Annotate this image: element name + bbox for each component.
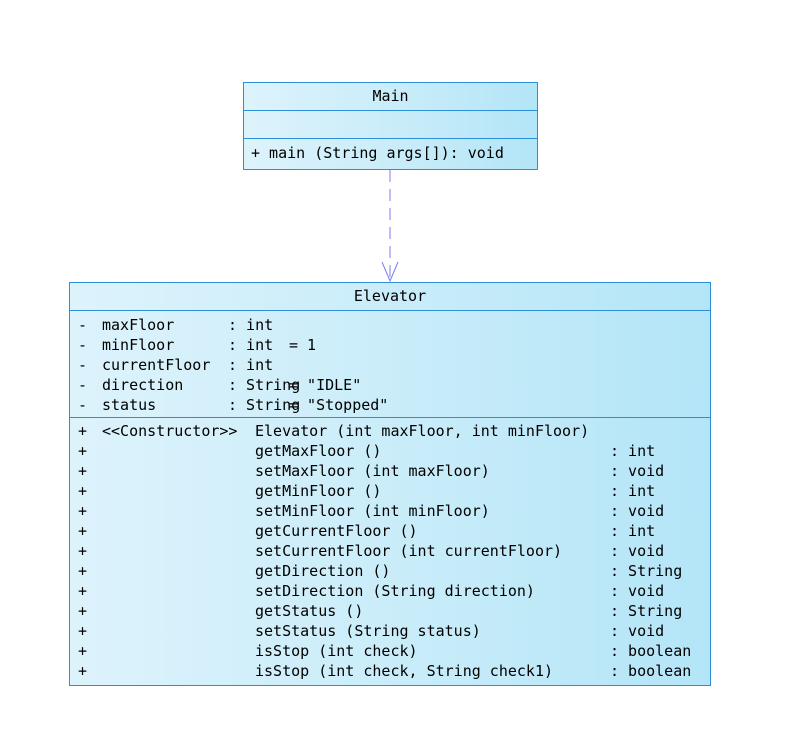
operation-stereotype: <<Constructor>> (102, 422, 238, 440)
operation-return-type: : boolean (610, 662, 692, 680)
visibility-marker: + (78, 542, 88, 560)
operation-return-type: : String (610, 602, 683, 620)
operation-signature: getDirection () (255, 562, 391, 580)
operation-text: + main (String args[]): void (251, 144, 504, 162)
operation-return-type: : void (610, 462, 665, 480)
attribute-default: = "IDLE" (289, 376, 362, 394)
visibility-marker: + (78, 662, 88, 680)
attribute-name: minFloor (102, 336, 175, 354)
operation-signature: setMaxFloor (int maxFloor) (255, 462, 490, 480)
class-name: Main (372, 87, 409, 105)
operation-return-type: : int (610, 482, 656, 500)
operation-stereotype (102, 441, 255, 461)
operation-signature: isStop (int check) (255, 642, 418, 660)
operations-compartment: + main (String args[]): void (244, 138, 537, 169)
visibility-marker: + (78, 442, 88, 460)
operation-signature: setCurrentFloor (int currentFloor) (255, 542, 563, 560)
visibility-marker: + (78, 562, 88, 580)
operation-return-type: : int (610, 442, 656, 460)
operation-stereotype (102, 461, 255, 481)
visibility-marker: + (78, 422, 88, 440)
visibility-marker: + (78, 582, 88, 600)
attribute-row: -maxFloor : int (70, 315, 710, 335)
operation-row: + setStatus (String status) : void (70, 621, 710, 641)
operation-signature: getCurrentFloor () (255, 522, 418, 540)
operation-row: + isStop (int check, String check1) : bool… (70, 661, 710, 681)
visibility-marker: - (78, 396, 88, 414)
operation-row: + getDirection () : String (70, 561, 710, 581)
operation-return-type: : void (610, 542, 665, 560)
operation-stereotype (102, 501, 255, 521)
visibility-marker: + (78, 462, 88, 480)
attribute-name: maxFloor (102, 316, 175, 334)
operation-signature: setStatus (String status) (255, 622, 481, 640)
attribute-default: = 1 (289, 336, 317, 354)
attribute-name: currentFloor (102, 356, 211, 374)
operation-stereotype (102, 621, 255, 641)
operation-signature: Elevator (int maxFloor, int minFloor) (255, 422, 590, 440)
operation-return-type: : void (610, 582, 665, 600)
attribute-name: direction (102, 376, 184, 394)
operation-row: + getMinFloor () : int (70, 481, 710, 501)
operation-signature: setMinFloor (int minFloor) (255, 502, 490, 520)
operation-stereotype (102, 481, 255, 501)
operation-signature: getStatus () (255, 602, 364, 620)
visibility-marker: - (78, 336, 88, 354)
operation-return-type: : void (610, 622, 665, 640)
visibility-marker: + (78, 622, 88, 640)
attribute-type: : int (228, 316, 274, 334)
class-box-main[interactable]: Main + main (String args[]): void (243, 82, 538, 170)
operation-return-type: : boolean (610, 642, 692, 660)
dependency-arrowhead (381, 261, 399, 283)
operation-row: + <<Constructor>> Elevator (int maxFloor, … (70, 421, 710, 441)
attribute-row: -currentFloor : int (70, 355, 710, 375)
class-name: Elevator (353, 287, 427, 305)
operation-row: + setMinFloor (int minFloor) : void (70, 501, 710, 521)
operation-stereotype (102, 541, 255, 561)
operation-row: + getMaxFloor () : int (70, 441, 710, 461)
attributes-compartment: -maxFloor: int-minFloor: int= 1-currentF… (70, 310, 710, 417)
visibility-marker: - (78, 356, 88, 374)
attribute-type: : String (228, 376, 301, 394)
operations-compartment: + <<Constructor>> Elevator (int maxFloor, … (70, 417, 710, 681)
attribute-type: : int (228, 356, 274, 374)
visibility-marker: - (78, 376, 88, 394)
visibility-marker: + (78, 502, 88, 520)
operation-stereotype (102, 601, 255, 621)
operation-row: + getCurrentFloor () : int (70, 521, 710, 541)
operation-return-type: : int (610, 522, 656, 540)
attribute-row: -minFloor : int = 1 (70, 335, 710, 355)
operation-row: + setMaxFloor (int maxFloor) : void (70, 461, 710, 481)
operation-row: + setCurrentFloor (int currentFloor) : voi… (70, 541, 710, 561)
visibility-marker: + (78, 602, 88, 620)
operation-stereotype (102, 641, 255, 661)
attribute-row: -status : String= "Stopped" (70, 395, 710, 415)
visibility-marker: + (78, 642, 88, 660)
attribute-name: status (102, 396, 157, 414)
operation-row: + setDirection (String direction) : void (70, 581, 710, 601)
operation-row: + getStatus () : String (70, 601, 710, 621)
operation-signature: getMaxFloor () (255, 442, 382, 460)
visibility-marker: + (78, 482, 88, 500)
operation-stereotype (102, 661, 255, 681)
class-box-elevator[interactable]: Elevator -maxFloor: int-minFloor: int= 1… (69, 282, 711, 686)
operation-return-type: : void (610, 502, 665, 520)
operation-row: + isStop (int check) : boolean (70, 641, 710, 661)
operation-stereotype (102, 581, 255, 601)
attribute-row: -direction : String= "IDLE" (70, 375, 710, 395)
operation-stereotype (102, 521, 255, 541)
visibility-marker: - (78, 316, 88, 334)
attribute-type: : String (228, 396, 301, 414)
visibility-marker: + (78, 522, 88, 540)
operation-row: + main (String args[]): void (244, 143, 537, 163)
attributes-compartment (244, 110, 537, 138)
operation-return-type: : String (610, 562, 683, 580)
operation-signature: isStop (int check, String check1) (255, 662, 554, 680)
attribute-default: = "Stopped" (289, 396, 389, 414)
operation-signature: getMinFloor () (255, 482, 382, 500)
attribute-type: : int (228, 336, 274, 354)
operation-stereotype (102, 561, 255, 581)
operation-signature: setDirection (String direction) (255, 582, 535, 600)
